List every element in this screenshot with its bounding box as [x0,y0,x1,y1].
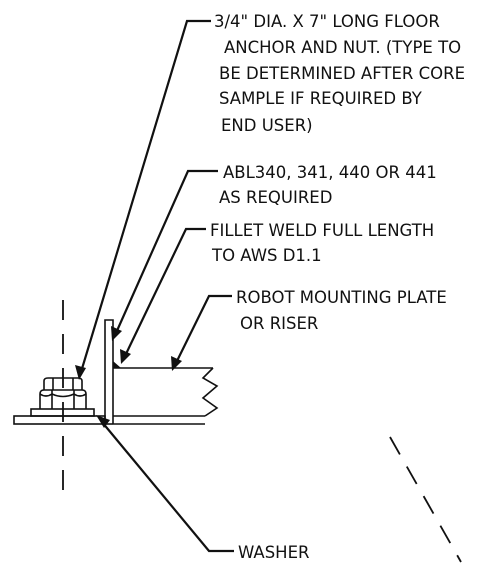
washer-leader-line [101,421,234,553]
anchor-bolt-stub [43,377,83,390]
bracket-leader-line [114,169,218,334]
callout-bracket-text: ABL340, 341, 440 OR 441 AS REQUIRED [219,163,437,207]
weld-leader-line [124,227,206,357]
callout-bracket-line: ABL340, 341, 440 OR 441 [223,163,437,182]
callout-weld-line: FILLET WELD FULL LENGTH [210,221,434,240]
callout-weld-line: TO AWS D1.1 [211,246,322,265]
callout-anchor-line: SAMPLE IF REQUIRED BY [219,89,423,108]
callout-weld-text: FILLET WELD FULL LENGTH TO AWS D1.1 [210,221,434,265]
callout-washer-text: WASHER [238,543,309,562]
callout-anchor-line: END USER) [221,116,313,135]
callout-washer-line: WASHER [238,543,309,562]
washer-leader-arrowhead [96,415,110,428]
callout-anchor-line: ANCHOR AND NUT. (TYPE TO [224,38,461,57]
anchor-leader-line [79,19,211,373]
plate-leader-line [175,294,232,364]
callout-plate-line: ROBOT MOUNTING PLATE [236,288,447,307]
callout-plate-text: ROBOT MOUNTING PLATE OR RISER [236,288,447,333]
callout-bracket-line: AS REQUIRED [219,188,332,207]
callout-anchor-text: 3/4" DIA. X 7" LONG FLOOR ANCHOR AND NUT… [214,12,465,135]
base-plate [13,415,106,425]
diagonal-centerline [389,436,462,563]
anchor-nut [39,389,87,409]
weld-leader-arrowhead [120,349,131,364]
washer [30,408,95,417]
callout-anchor-line: 3/4" DIA. X 7" LONG FLOOR [214,12,440,31]
robot-mounting-plate [113,367,219,417]
callout-anchor-line: BE DETERMINED AFTER CORE [219,64,465,83]
angle-bracket [104,319,205,425]
anchor-leader-arrowhead [75,365,86,380]
callout-plate-line: OR RISER [240,314,318,333]
fillet-weld [113,361,121,368]
